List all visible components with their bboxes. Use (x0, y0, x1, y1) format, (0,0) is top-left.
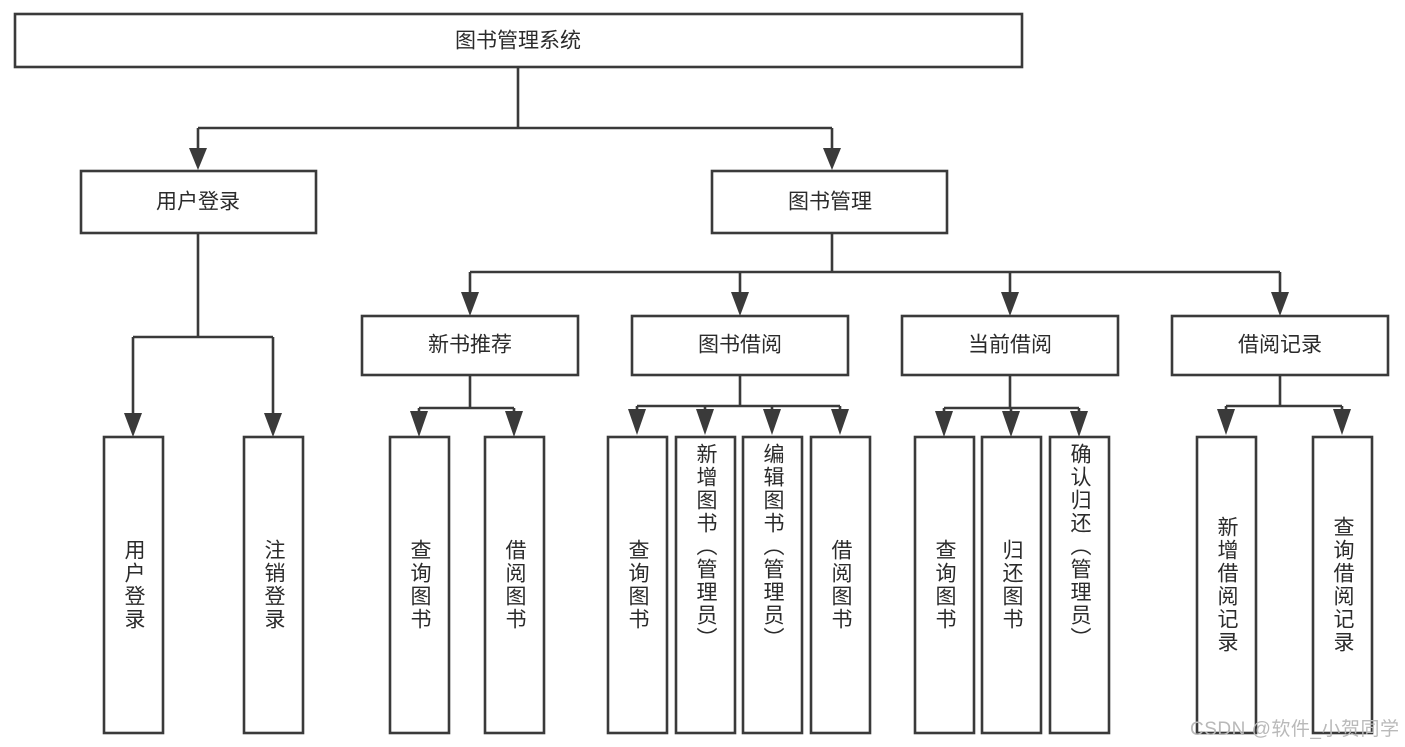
node-book-manage[interactable]: 图书管理 (710, 169, 949, 235)
arrow-head-br-leaf1 (1217, 409, 1235, 435)
arrow-head-nb-leaf2 (505, 411, 523, 437)
node-borrow-record-box[interactable] (1170, 314, 1390, 377)
node-current-borrow-box[interactable] (900, 314, 1120, 377)
leaf-box-bb-add-book[interactable] (674, 435, 737, 735)
arrow-head-leaf-logout (264, 413, 282, 437)
arrow-head-book-manage (823, 148, 841, 170)
leaf-box-logout[interactable] (242, 435, 305, 735)
node-root-label: 图书管理系统 (455, 30, 581, 53)
leaf-box-cb-return-book[interactable] (980, 435, 1043, 735)
arrow-head-bb-leaf4 (831, 409, 849, 435)
connectors-borrow-record-to-leaves (1217, 375, 1351, 435)
node-user-login[interactable]: 用户登录 (79, 169, 318, 235)
leaf-box-bb-borrow-book[interactable] (809, 435, 872, 735)
node-book-manage-label: 图书管理 (788, 191, 872, 214)
arrow-head-br-leaf2 (1333, 409, 1351, 435)
leaf-box-bb-query-book[interactable] (606, 435, 669, 735)
connectors-new-book-to-leaves (410, 375, 523, 437)
node-user-login-label: 用户登录 (156, 191, 240, 214)
node-borrow-record[interactable]: 借阅记录 (1170, 314, 1390, 377)
arrow-head-leaf-user-login (124, 413, 142, 437)
arrow-head-cb-leaf2 (1002, 411, 1020, 437)
watermark-text: CSDN @软件_小贺同学 (1190, 719, 1400, 740)
connectors-book-manage-to-level3 (461, 233, 1289, 316)
node-book-manage-box[interactable] (710, 169, 949, 235)
leaf-box-cb-query-book[interactable] (913, 435, 976, 735)
node-user-login-box[interactable] (79, 169, 318, 235)
connectors-user-login-to-leaves (124, 233, 282, 437)
connectors-root-to-level2 (189, 67, 841, 170)
node-book-borrow-box[interactable] (630, 314, 850, 377)
leaf-box-cb-confirm-return[interactable] (1048, 435, 1111, 735)
connectors-book-borrow-to-leaves (628, 375, 849, 435)
arrow-head-book-borrow (731, 292, 749, 316)
arrow-head-bb-leaf3 (763, 409, 781, 435)
node-new-book-recommend[interactable]: 新书推荐 (360, 314, 580, 377)
arrow-head-new-book (461, 292, 479, 316)
node-new-book-recommend-label: 新书推荐 (428, 334, 512, 357)
node-current-borrow-label: 当前借阅 (968, 334, 1052, 357)
node-borrow-record-label: 借阅记录 (1238, 334, 1322, 357)
node-root-box[interactable] (13, 12, 1024, 69)
arrow-head-bb-leaf1 (628, 409, 646, 435)
node-new-book-recommend-box[interactable] (360, 314, 580, 377)
leaf-box-br-query-record[interactable] (1311, 435, 1374, 735)
arrow-head-user-login (189, 148, 207, 170)
leaf-box-nb-borrow-book[interactable] (483, 435, 546, 735)
arrow-head-cb-leaf1 (935, 411, 953, 437)
arrow-head-nb-leaf1 (410, 411, 428, 437)
leaf-box-user-login[interactable] (102, 435, 165, 735)
leaf-box-nb-query-book[interactable] (388, 435, 451, 735)
node-book-borrow-label: 图书借阅 (698, 334, 782, 357)
node-root[interactable]: 图书管理系统 (13, 12, 1024, 69)
node-book-borrow[interactable]: 图书借阅 (630, 314, 850, 377)
arrow-head-bb-leaf2 (696, 409, 714, 435)
leaf-box-br-add-record[interactable] (1195, 435, 1258, 735)
leaf-box-bb-edit-book[interactable] (741, 435, 804, 735)
node-current-borrow[interactable]: 当前借阅 (900, 314, 1120, 377)
arrow-head-borrow-record (1271, 292, 1289, 316)
connectors-current-borrow-to-leaves (935, 375, 1088, 437)
arrow-head-current-borrow (1001, 292, 1019, 316)
arrow-head-cb-leaf3 (1070, 411, 1088, 437)
